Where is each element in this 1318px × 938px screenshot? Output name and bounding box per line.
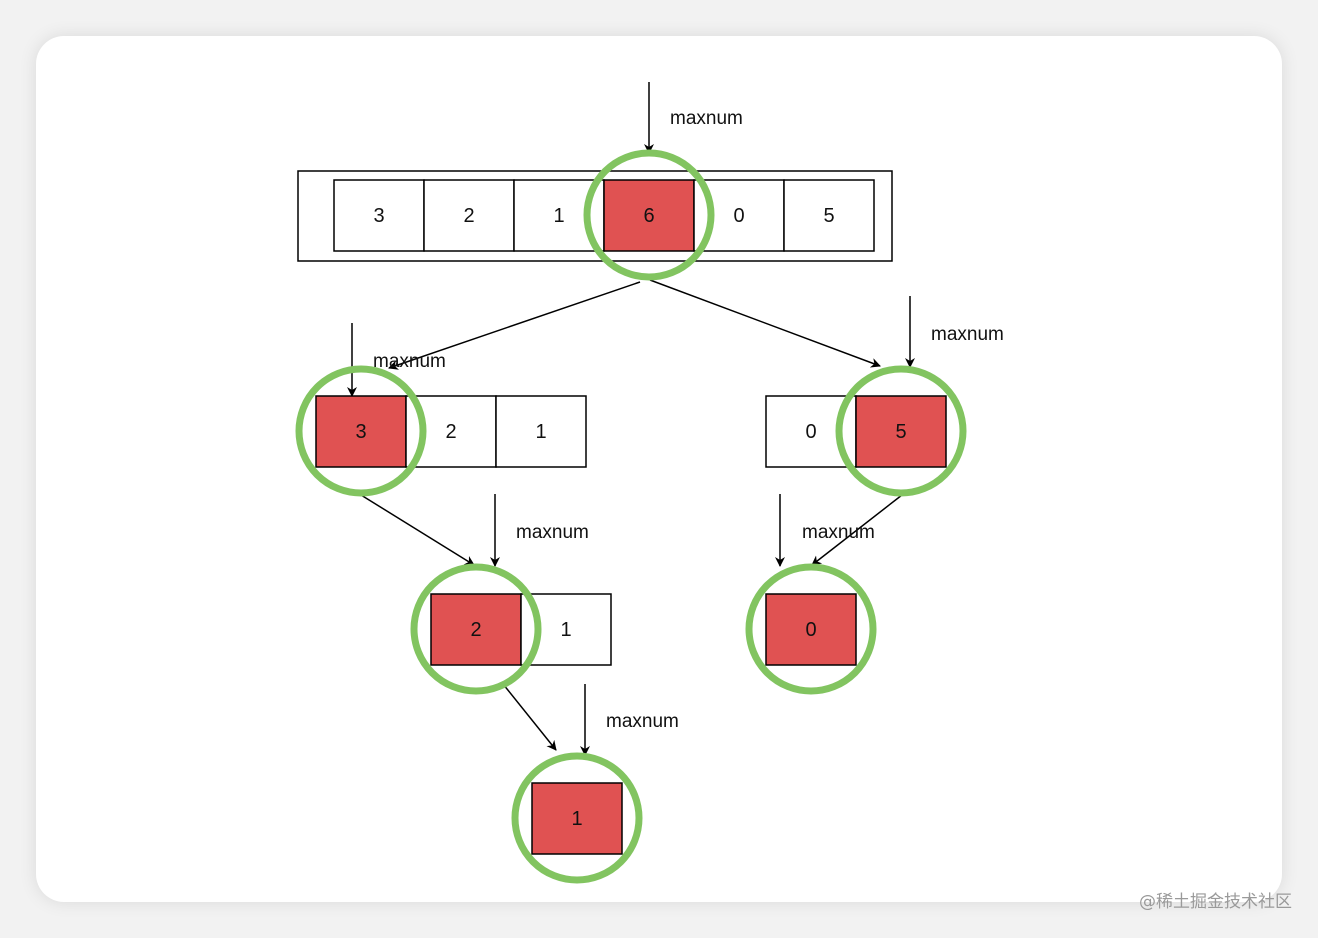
pointer-label-last: maxnum [606, 711, 679, 732]
cell-value: 1 [571, 808, 582, 830]
cell-value: 2 [470, 619, 481, 641]
edge-root-right [649, 279, 881, 368]
array-cell: 2 [423, 179, 515, 252]
pointer-label-left: maxnum [373, 351, 446, 372]
cell-value: 2 [463, 205, 474, 227]
cell-value: 0 [805, 619, 816, 641]
array-cell-max: 1 [531, 782, 623, 855]
array-left-left-left: 1 [511, 752, 643, 884]
root-array-frame [297, 170, 893, 262]
max-highlight-ring [745, 563, 877, 695]
edge-root-left [388, 281, 641, 370]
array-cell-max: 5 [855, 395, 947, 468]
pointer-label-right: maxnum [931, 324, 1004, 345]
cell-value: 3 [373, 205, 384, 227]
cell-value: 6 [643, 205, 654, 227]
cell-box-highlighted [315, 395, 407, 468]
pointer-label-rightleft: maxnum [802, 522, 875, 543]
array-right: 0 5 [765, 365, 967, 497]
cell-value: 0 [805, 421, 816, 443]
edge-left-leftleft [360, 494, 475, 566]
cell-box-highlighted [603, 179, 695, 252]
max-highlight-ring [410, 563, 542, 695]
cell-box [783, 179, 875, 252]
cell-value: 0 [733, 205, 744, 227]
array-cell-max: 6 [603, 179, 695, 252]
array-cell-max: 2 [430, 593, 522, 666]
cell-box-highlighted [430, 593, 522, 666]
array-cell: 5 [783, 179, 875, 252]
edge-right-rightleft [811, 494, 903, 566]
cell-value: 1 [553, 205, 564, 227]
array-right-left: 0 [745, 563, 877, 695]
array-cell: 1 [495, 395, 587, 468]
tree-edges [360, 279, 903, 751]
max-highlight-ring [835, 365, 967, 497]
cell-value: 1 [535, 421, 546, 443]
edge-leftleft-last [502, 683, 557, 751]
max-highlight-ring [295, 365, 427, 497]
array-cell: 3 [333, 179, 425, 252]
pointer-label-root: maxnum [670, 108, 743, 129]
cell-value: 5 [895, 421, 906, 443]
cell-box-highlighted [765, 593, 857, 666]
cell-box-highlighted [531, 782, 623, 855]
cell-box [495, 395, 587, 468]
array-root: 3 2 1 6 0 5 [333, 149, 875, 281]
cell-value: 1 [560, 619, 571, 641]
max-highlight-ring [511, 752, 643, 884]
watermark-text: @稀土掘金技术社区 [1139, 892, 1292, 912]
cell-value: 5 [823, 205, 834, 227]
max-highlight-ring [583, 149, 715, 281]
array-cell-max: 3 [315, 395, 407, 468]
maxnum-pointers: maxnum maxnum maxnum maxnum maxnum maxnu… [347, 82, 1004, 756]
cell-value: 2 [445, 421, 456, 443]
cell-box-highlighted [855, 395, 947, 468]
array-cell-max: 0 [765, 593, 857, 666]
cell-value: 3 [355, 421, 366, 443]
array-left: 3 2 1 [295, 365, 587, 497]
array-left-left: 2 1 [410, 563, 612, 695]
pointer-label-leftleft: maxnum [516, 522, 589, 543]
